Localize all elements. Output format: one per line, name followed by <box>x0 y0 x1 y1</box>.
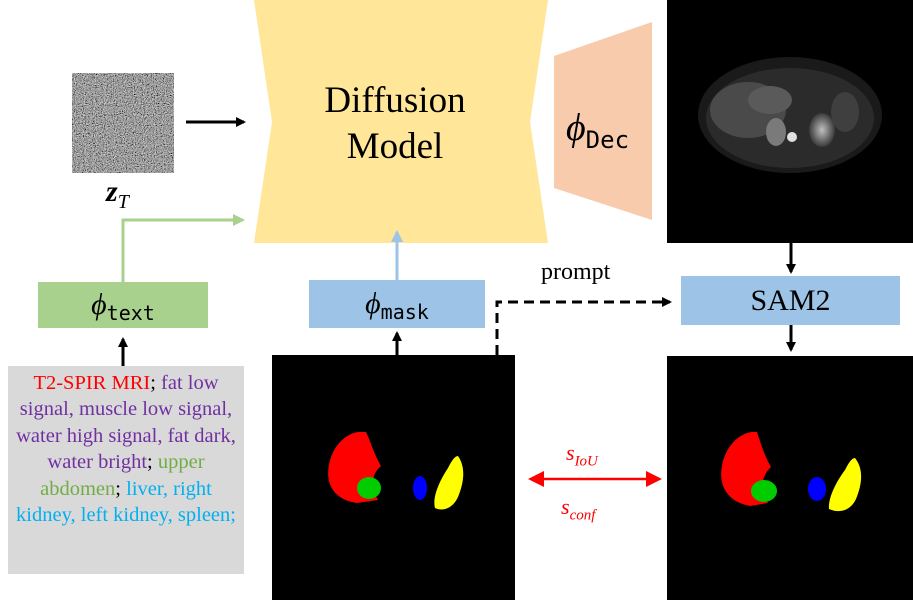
diffusion-model-line2: Model <box>346 126 444 167</box>
conf-subscript: conf <box>569 507 596 524</box>
mask-encoder-subscript: mask <box>380 300 429 324</box>
mask-encoder-box: ϕmask <box>309 280 485 328</box>
decoder-symbol: ϕ <box>566 107 586 149</box>
iou-subscript: IoU <box>574 453 598 470</box>
prompt-properties: fat low signal, muscle low signal, water… <box>16 372 236 474</box>
decoder-shape <box>554 22 652 220</box>
text-condition-arrow <box>121 214 245 282</box>
iou-symbol: s <box>566 440 575 465</box>
generated-mri-image <box>667 0 913 243</box>
prompt-sep3: ; <box>115 477 121 500</box>
iou-metric: sIoU <box>566 440 598 470</box>
prompt-sep1: ; <box>150 372 162 394</box>
diffusion-model-label: Diffusion Model <box>300 78 490 170</box>
decoder-subscript: Dec <box>585 126 630 154</box>
conf-symbol: s <box>561 494 570 519</box>
diffusion-model-line1: Diffusion <box>324 80 466 121</box>
latent-noise-image <box>72 73 174 173</box>
latent-label: zT <box>106 175 129 214</box>
decoder-label: ϕDec <box>566 106 629 154</box>
sam2-output-mask-image <box>667 356 913 600</box>
conf-metric: sconf <box>561 494 595 524</box>
prompt-region: upper abdomen <box>40 451 205 500</box>
prompt-modality: T2-SPIR MRI <box>33 372 151 394</box>
text-prompt-box: T2-SPIR MRI; fat low signal, muscle low … <box>8 366 244 574</box>
mask-encoder-symbol: ϕ <box>365 287 381 320</box>
input-mask-image <box>272 355 515 600</box>
prompt-sep2: ; <box>147 451 158 474</box>
latent-symbol: z <box>106 175 118 208</box>
latent-subscript: T <box>117 191 129 213</box>
metric-comparison-arrow <box>528 471 662 487</box>
prompt-organs: liver, right kidney, left kidney, spleen… <box>16 477 236 527</box>
prompt-label: prompt <box>541 259 611 285</box>
sam2-label: SAM2 <box>750 284 831 317</box>
text-encoder-symbol: ϕ <box>91 288 107 321</box>
sam2-box: SAM2 <box>681 276 900 325</box>
text-encoder-subscript: text <box>106 301 155 325</box>
prompt-dashed-arrow <box>495 297 672 355</box>
text-encoder-box: ϕtext <box>38 282 208 328</box>
diffusion-model-shape <box>254 0 548 243</box>
